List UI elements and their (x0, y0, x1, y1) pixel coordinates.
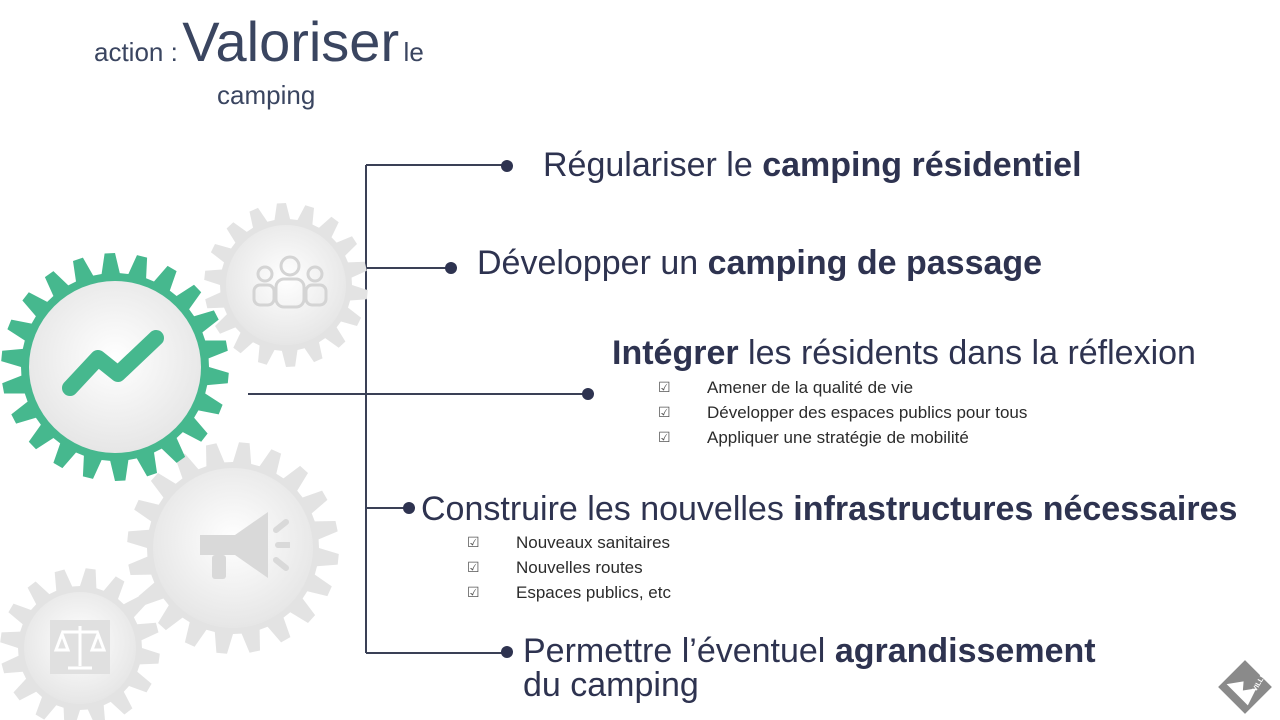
item-permettre-line2: du camping (523, 666, 699, 704)
item-bold-text: infrastructures nécessaires (793, 490, 1238, 528)
sub-item: Développer des espaces publics pour tous (707, 403, 1028, 422)
bullet-dot (403, 502, 415, 514)
title-main: Valoriser (182, 10, 400, 73)
bullet-dot (501, 646, 513, 658)
check-icon: ☑ (467, 584, 480, 600)
logo: VILLE DE SIERRE (1218, 658, 1274, 714)
check-icon: ☑ (658, 404, 671, 420)
gears-illustration (0, 203, 368, 720)
bullet-dot (582, 388, 594, 400)
title-line2: camping (217, 80, 316, 110)
check-icon: ☑ (467, 559, 480, 575)
megaphone-icon (200, 512, 290, 579)
item-developper: Développer un camping de passage (477, 244, 1042, 283)
item-bold-text: agrandissement (834, 632, 1096, 670)
sub-item: Amener de la qualité de vie (707, 378, 914, 397)
bullet-dot (501, 160, 513, 172)
item-bold-text: camping de passage (707, 244, 1043, 282)
people-icon (252, 255, 328, 309)
item-text: Développer un (477, 244, 708, 282)
chart-trend-icon (62, 330, 164, 396)
sub-item: Espaces publics, etc (516, 583, 671, 602)
sub-item: Nouveaux sanitaires (516, 533, 671, 552)
item-text: les résidents dans la réflexion (738, 334, 1196, 372)
scales-icon (50, 620, 110, 674)
check-icon: ☑ (658, 379, 671, 395)
bullet-dot (445, 262, 457, 274)
item-bold-text: Intégrer (612, 334, 739, 372)
item-bold-text: camping résidentiel (762, 146, 1082, 184)
title: action : Valoriser le (94, 14, 424, 70)
item-text: Construire les nouvelles (421, 490, 794, 528)
item-text: Régulariser le (543, 146, 763, 184)
item-integrer: Intégrer les résidents dans la réflexion (612, 334, 1196, 373)
check-icon: ☑ (658, 429, 671, 445)
sub-item: Appliquer une stratégie de mobilité (707, 428, 969, 447)
item-regulariser: Régulariser le camping résidentiel (543, 146, 1082, 185)
item-permettre: Permettre l’éventuel agrandissement (523, 632, 1096, 671)
title-prefix: action : (94, 37, 178, 67)
title-suffix: le (403, 37, 424, 67)
check-icon: ☑ (467, 534, 480, 550)
item-construire: Construire les nouvelles infrastructures… (421, 490, 1237, 529)
item-text: Permettre l’éventuel (523, 632, 835, 670)
gear-people-face (226, 225, 346, 345)
sub-item: Nouvelles routes (516, 558, 643, 577)
